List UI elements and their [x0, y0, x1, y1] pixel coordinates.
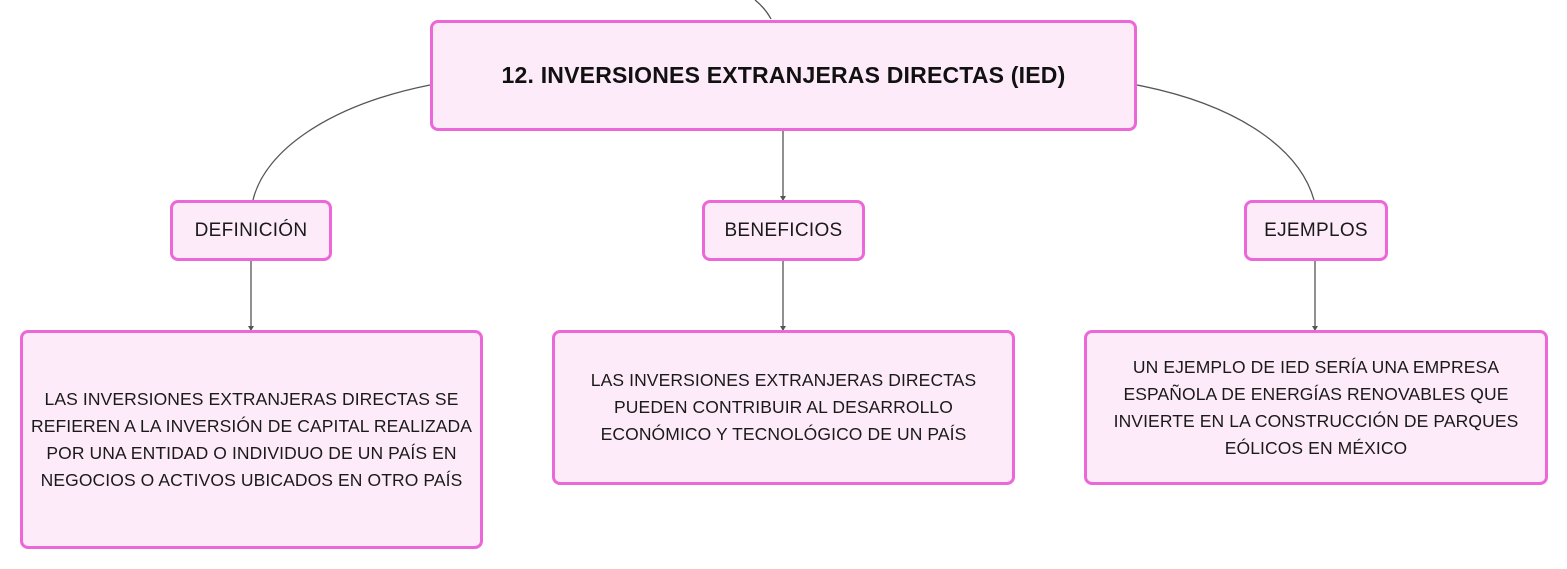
detail-node-ejemplos[interactable]: UN EJEMPLO DE IED SERÍA UNA EMPRESA ESPA…	[1084, 330, 1548, 485]
detail-node-definicion[interactable]: LAS INVERSIONES EXTRANJERAS DIRECTAS SE …	[20, 330, 483, 549]
branch-label-ejemplos: EJEMPLOS	[1264, 219, 1368, 241]
arrowhead-beneficios	[780, 196, 786, 201]
arrowhead-beneficios-detail	[780, 326, 786, 331]
main-topic-node[interactable]: 12. INVERSIONES EXTRANJERAS DIRECTAS (IE…	[430, 20, 1137, 131]
detail-text-ejemplos: UN EJEMPLO DE IED SERÍA UNA EMPRESA ESPA…	[1113, 356, 1519, 458]
detail-text-definicion: LAS INVERSIONES EXTRANJERAS DIRECTAS SE …	[30, 388, 473, 490]
detail-node-beneficios[interactable]: LAS INVERSIONES EXTRANJERAS DIRECTAS PUE…	[552, 330, 1015, 485]
branch-label-definicion: DEFINICIÓN	[194, 219, 308, 241]
branch-node-beneficios[interactable]: BENEFICIOS	[702, 200, 865, 261]
branch-node-ejemplos[interactable]: EJEMPLOS	[1244, 200, 1388, 261]
arrowhead-ejemplos-detail	[1312, 326, 1318, 331]
branch-node-definicion[interactable]: DEFINICIÓN	[170, 200, 332, 261]
connector-main-to-definicion	[252, 84, 431, 201]
branch-label-beneficios: BENEFICIOS	[724, 219, 843, 241]
connector-main-to-ejemplos	[1136, 84, 1315, 201]
detail-text-beneficios: LAS INVERSIONES EXTRANJERAS DIRECTAS PUE…	[590, 370, 977, 444]
arrowhead-definicion-detail	[248, 326, 254, 331]
main-topic-title: 12. INVERSIONES EXTRANJERAS DIRECTAS (IE…	[501, 62, 1066, 88]
connector-parent-to-main	[754, 0, 772, 20]
